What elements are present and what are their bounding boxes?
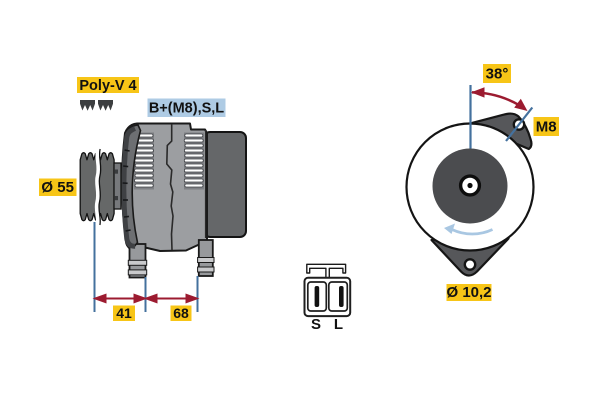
svg-text:Ø 55: Ø 55 bbox=[41, 179, 74, 196]
svg-text:41: 41 bbox=[116, 305, 132, 321]
svg-text:68: 68 bbox=[173, 305, 189, 321]
svg-text:B+(M8),S,L: B+(M8),S,L bbox=[149, 100, 224, 116]
svg-text:M8: M8 bbox=[536, 119, 557, 136]
svg-text:L: L bbox=[334, 316, 343, 333]
svg-text:Poly-V 4: Poly-V 4 bbox=[79, 78, 136, 94]
svg-text:S: S bbox=[311, 316, 321, 333]
svg-text:38°: 38° bbox=[486, 66, 509, 83]
svg-text:Ø 10,2: Ø 10,2 bbox=[446, 284, 491, 301]
